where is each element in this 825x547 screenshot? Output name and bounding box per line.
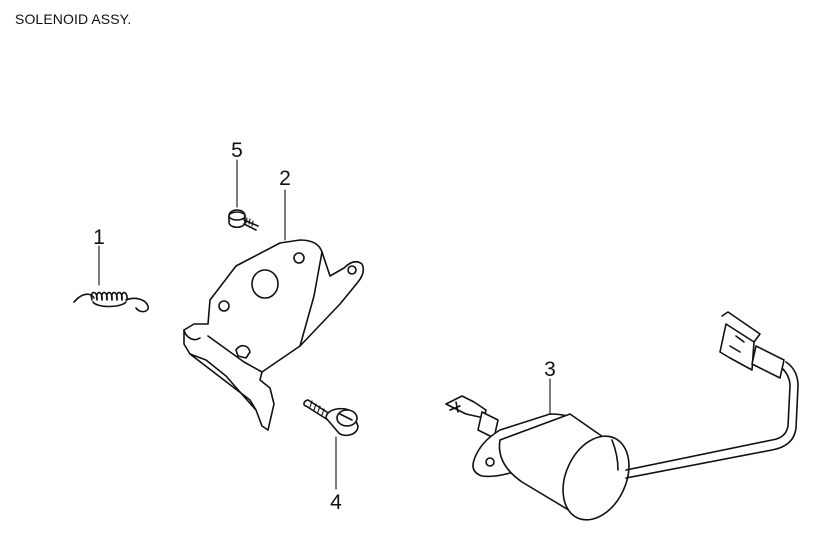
callout-2: 2 [279,167,291,190]
callout-5: 5 [231,139,243,162]
solenoid-part [445,311,799,521]
spring-part [73,291,150,313]
callout-4: 4 [330,491,342,514]
small-screw-part [228,159,259,231]
flange-bolt-part [303,399,359,437]
callout-1: 1 [93,226,105,249]
page-title: SOLENOID ASSY. [15,11,132,27]
callout-3: 3 [544,358,556,381]
bracket-part [183,239,365,431]
